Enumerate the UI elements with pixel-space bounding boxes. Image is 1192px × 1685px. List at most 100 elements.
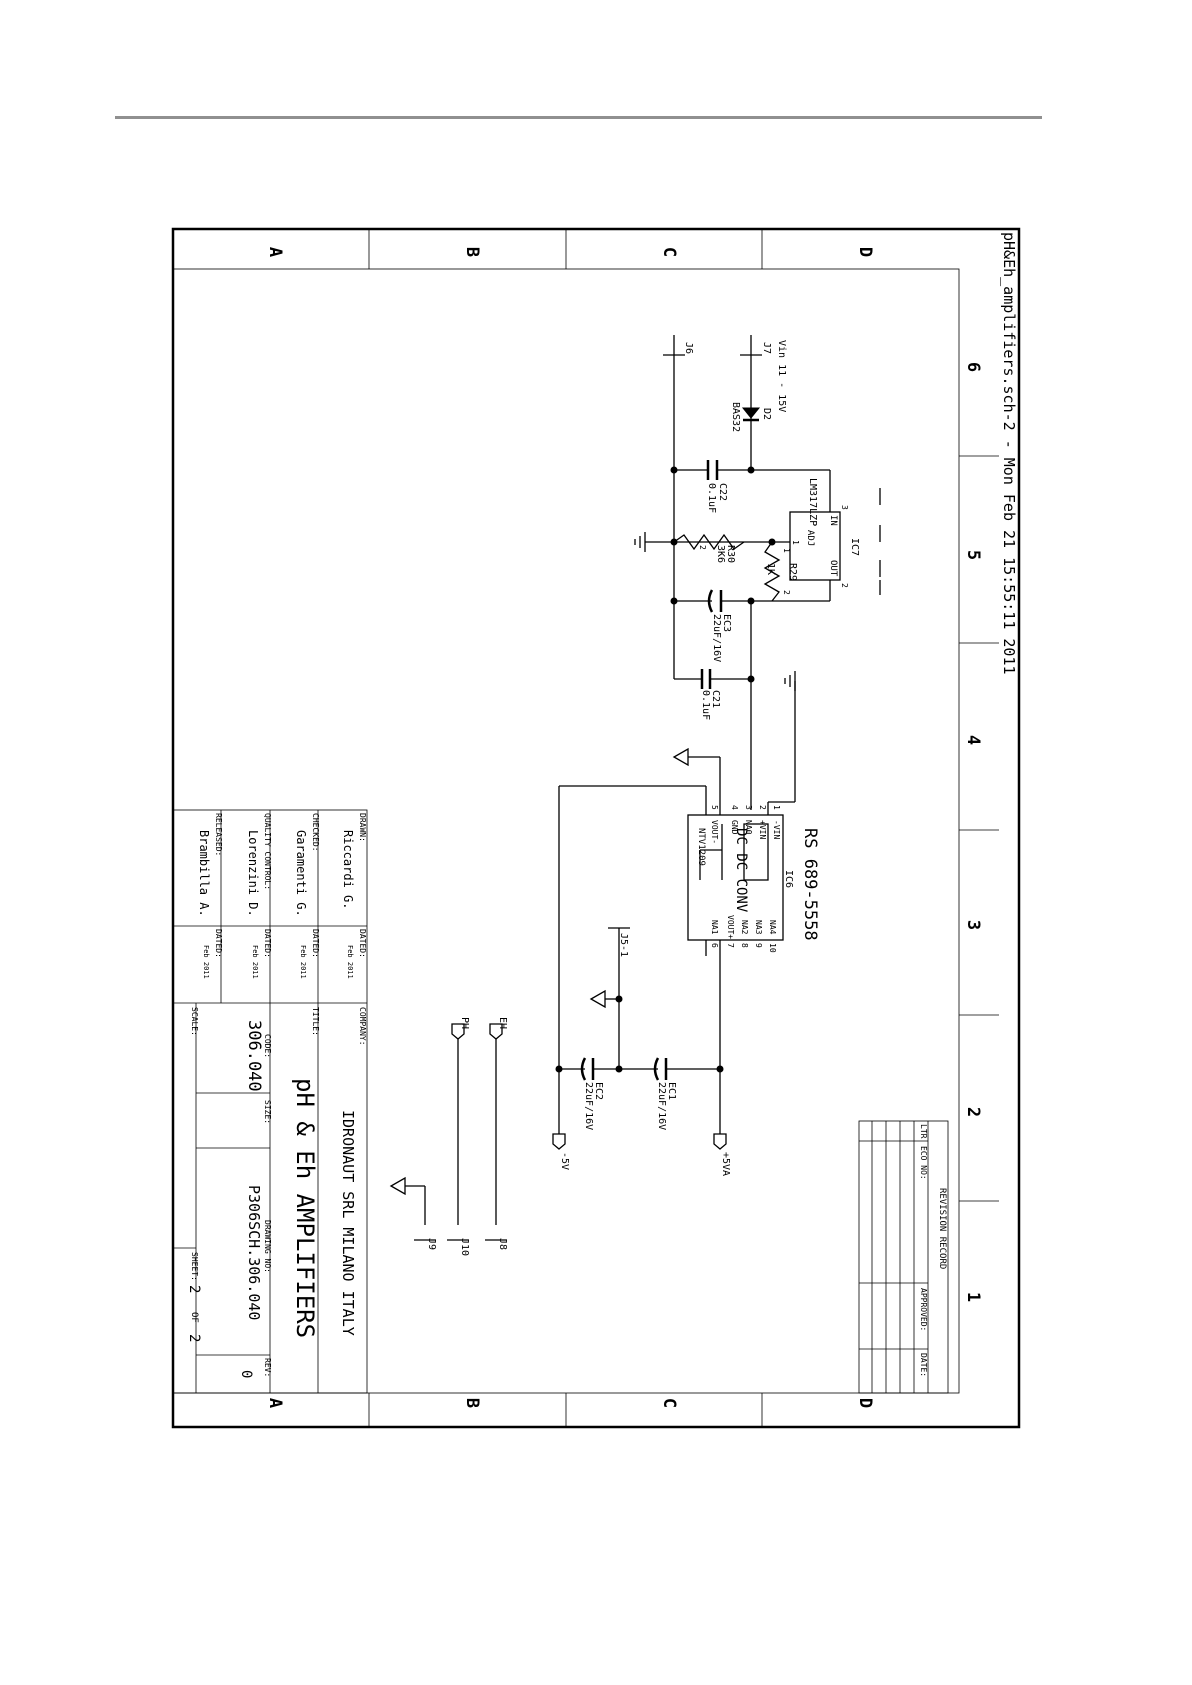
col-label-4: 4 [963,735,983,745]
ground-symbol-left [634,532,646,552]
port-flag-ph [451,1023,465,1040]
ic6-ref: IC6 [783,870,794,888]
sheet-total: 2 [186,1334,202,1342]
released-dated-label: DATED: [214,929,223,958]
sheet-inner-border [172,268,960,1394]
ic6-pin-3-num: 3 [744,805,753,810]
ic6-pin-6-name: NA1 [710,920,719,935]
ic6-pin-10-num: 10 [768,943,777,953]
released-label: RELEASED: [214,813,223,856]
ec1-value: 22uF/16V [656,1082,667,1130]
revision-col-ltr: LTR [919,1124,928,1139]
row-label-c-bottom: C [659,1398,679,1408]
ic6-pin-10-name: NA4 [768,920,777,935]
ic7-pin-2: 2 [840,583,849,588]
ec1-ref: EC1 [666,1082,677,1100]
qc-dated-label: DATED: [263,929,272,958]
junction-dots [555,466,776,1073]
net-label-ph: PH [459,1017,470,1029]
page-header-rule [115,116,1042,119]
r30-ref: R30 [725,545,736,563]
port-flag-minus5v [552,1133,566,1150]
drawn-dated-label: DATED: [358,929,367,958]
revision-col-eco: ECO NO: [919,1146,928,1180]
ic6-pin-8-num: 8 [740,943,749,948]
sheet-number: 2 [186,1285,202,1293]
checked-date: Feb 2011 [299,945,307,979]
ground-symbol-right [784,671,796,691]
released-by: Brambilla A. [197,830,211,917]
company-label: COMPANY: [358,1007,367,1046]
col-label-3: 3 [963,920,983,930]
ic6-pin-1-name: -VIN [772,820,781,839]
ic7-pin-3: 3 [840,505,849,510]
ic6-model: NTV1209 [696,828,706,866]
title-block: DRAWN: DATED: CHECKED: DATED: QUALITY CO… [172,809,368,1394]
code-value: 306.040 [244,1020,264,1092]
drawing-no-value: P306SCH.306.040 [245,1185,263,1320]
drawn-by: Riccardi G. [341,830,355,909]
ic6-pin-4-name: GND [730,820,739,835]
ic6-pin-9-name: NA3 [754,920,763,935]
drawn-label: DRAWN: [358,813,367,842]
ic6-type: DC DC CONV [733,828,749,913]
title-label: TITLE: [311,1007,320,1036]
qc-date: Feb 2011 [251,945,259,979]
drawing-no-label: DRAWING NO: [263,1220,272,1273]
net-label-minus5v: -5V [559,1152,570,1170]
sheet-header-text: pH&Eh_amplifiers.sch-2 - Mon Feb 21 15:5… [1000,232,1018,675]
net-label-5va: +5VA [720,1152,731,1176]
released-date: Feb 2011 [202,945,210,979]
circuit-wires [405,354,881,1241]
revision-record-table: REVISION RECORD LTR ECO NO: APPROVED: DA… [858,1120,949,1394]
capacitor-ec1 [653,1057,668,1081]
drawn-date: Feb 2011 [346,945,354,979]
j10-label: J10 [459,1238,470,1256]
ground-ref-triangle-j5 [589,989,606,1009]
net-label-eh: EH [497,1017,508,1029]
sheet-of: OF [189,1312,199,1323]
ec3-value: 22uF/16V [711,614,722,662]
row-label-d-bottom: D [855,1398,875,1408]
code-label: CODE: [263,1034,272,1058]
capacitor-ec3 [707,589,723,613]
checked-by: Garamenti G. [294,830,308,917]
col-label-5: 5 [963,550,983,560]
revision-col-date: DATE: [919,1353,928,1377]
col-label-6: 6 [963,362,983,372]
ec2-value: 22uF/16V [583,1082,594,1130]
d2-part: BAS32 [730,402,741,432]
ec3-ref: EC3 [721,614,732,632]
ic7-pin-adj: ADJ [805,530,815,546]
row-label-c-top: C [659,247,679,257]
j7-vin-note: Vin 11 - 15V [776,340,787,412]
revision-record-title: REVISION RECORD [937,1188,947,1269]
r30-pin-2: 2 [698,545,707,550]
c21-value: 0.1uF [700,690,711,720]
rev-value: 0 [238,1370,254,1378]
capacitor-ec2 [580,1057,595,1081]
ground-ref-triangle-j9 [389,1176,406,1196]
ic6-pin-2-name: +VIN [758,820,767,839]
ic7-regulator [789,511,841,581]
size-label: SIZE: [263,1100,272,1124]
resistor-r29 [763,541,781,602]
ic7-ref: IC7 [849,538,860,556]
drawing-title: pH & Eh AMPLIFIERS [291,1078,319,1338]
j5-label: J5-1 [618,933,629,957]
row-label-a-top: A [265,247,285,257]
row-label-b-top: B [462,247,482,257]
scale-label: SCALE: [190,1007,199,1036]
port-flag-eh [489,1023,503,1040]
ic6-pin-4-num: 4 [730,805,739,810]
ic6-pin-5-name: VOUT- [710,820,719,844]
c22-ref: C22 [717,483,728,501]
ic6-part: RS 689-5558 [800,828,820,941]
col-label-1: 1 [963,1292,983,1302]
ic7-pin-in: IN [828,515,838,526]
j9-label: J9 [426,1238,437,1250]
ic6-pin-1-num: 1 [772,805,781,810]
ground-ref-triangle-ic6 [672,747,689,767]
row-label-a-bottom: A [265,1398,285,1408]
